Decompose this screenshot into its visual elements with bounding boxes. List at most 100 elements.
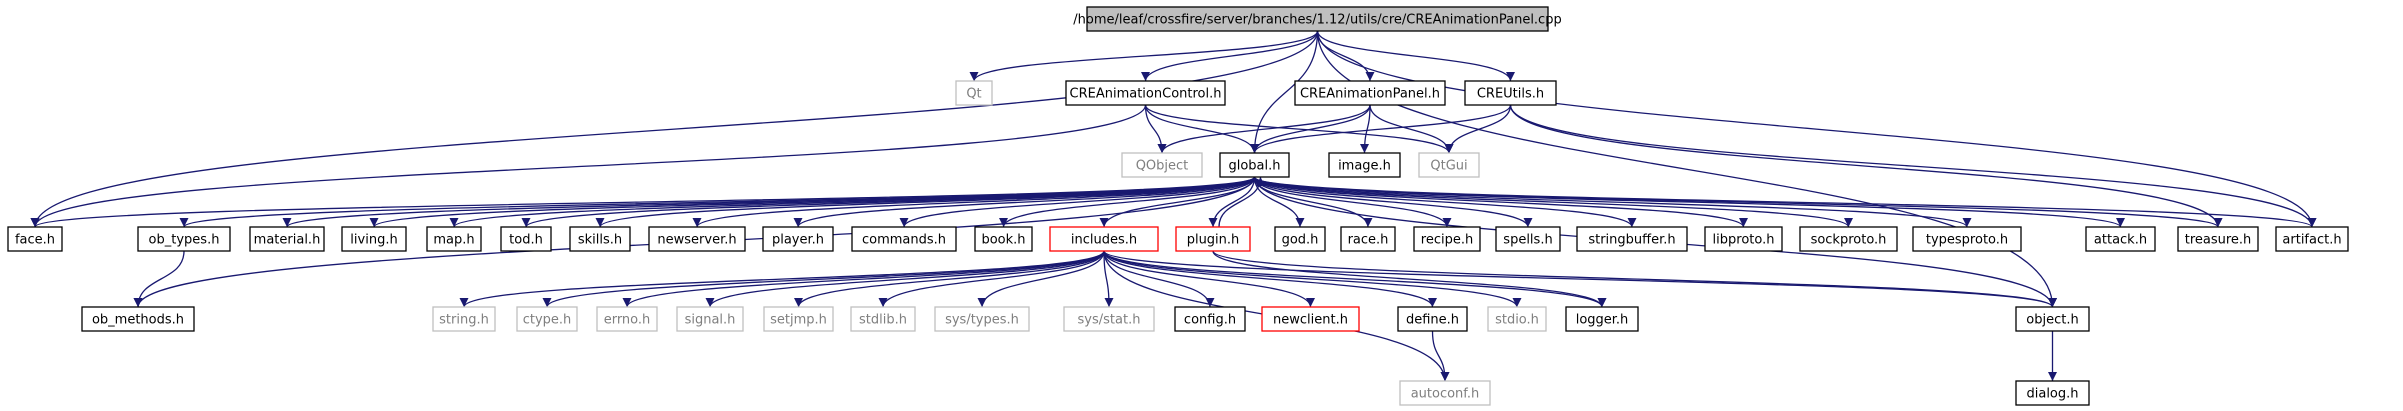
node-global[interactable]: global.h	[1219, 152, 1290, 178]
node-box	[341, 226, 407, 252]
node-box	[81, 306, 195, 332]
node-plugin[interactable]: plugin.h	[1175, 226, 1251, 252]
node-label: stringbuffer.h	[1588, 233, 1675, 248]
node-box	[137, 226, 231, 252]
edge-root-to-global	[1250, 30, 1319, 154]
node-string: string.h	[432, 306, 496, 332]
node-includes[interactable]: includes.h	[1049, 226, 1159, 252]
node-label: Qt	[966, 87, 981, 102]
node-config[interactable]: config.h	[1174, 306, 1246, 332]
node-skills[interactable]: skills.h	[569, 226, 631, 252]
node-creanimationpanel[interactable]: CREAnimationPanel.h	[1294, 80, 1446, 106]
node-label: ctype.h	[523, 313, 572, 328]
edge-includes-to-systypes	[977, 250, 1105, 308]
edge-root-to-qt	[969, 30, 1319, 82]
node-face[interactable]: face.h	[7, 226, 63, 252]
edge-global-to-face	[30, 176, 1256, 228]
node-dialog[interactable]: dialog.h	[2015, 380, 2090, 406]
node-label: /home/leaf/crossfire/server/branches/1.1…	[1073, 13, 1561, 28]
node-signal: signal.h	[676, 306, 744, 332]
node-book[interactable]: book.h	[974, 226, 1033, 252]
node-newserver[interactable]: newserver.h	[648, 226, 746, 252]
node-treasure[interactable]: treasure.h	[2177, 226, 2259, 252]
node-label: CREAnimationControl.h	[1070, 87, 1222, 102]
edge-creanimationcontrol-to-face	[30, 104, 1147, 228]
edge-global-to-commands	[899, 176, 1256, 228]
edge-includes-to-config	[1103, 250, 1215, 308]
node-box	[1065, 80, 1226, 106]
edge-includes-to-stdlib	[878, 250, 1105, 308]
edge-root-to-creanimationcontrol	[1141, 30, 1319, 82]
node-box	[2177, 226, 2259, 252]
node-label: CREUtils.h	[1477, 87, 1544, 102]
node-image[interactable]: image.h	[1328, 152, 1401, 178]
edge-global-to-sockproto	[1253, 176, 1853, 228]
node-newclient[interactable]: newclient.h	[1261, 306, 1360, 332]
node-tod[interactable]: tod.h	[500, 226, 552, 252]
node-stringbuffer[interactable]: stringbuffer.h	[1576, 226, 1688, 252]
node-label: stdlib.h	[859, 313, 907, 328]
node-commands[interactable]: commands.h	[851, 226, 957, 252]
node-label: book.h	[981, 233, 1025, 248]
edge-includes-to-stdio	[1103, 250, 1522, 308]
node-box	[1413, 226, 1481, 252]
node-label: newclient.h	[1273, 313, 1348, 328]
node-artifact[interactable]: artifact.h	[2275, 226, 2349, 252]
node-label: string.h	[439, 313, 489, 328]
node-creutils[interactable]: CREUtils.h	[1464, 80, 1557, 106]
node-label: object.h	[2026, 313, 2078, 328]
node-label: commands.h	[862, 233, 946, 248]
node-attack[interactable]: attack.h	[2085, 226, 2156, 252]
node-living[interactable]: living.h	[341, 226, 407, 252]
edge-includes-to-setjmp	[794, 250, 1105, 308]
node-box	[1174, 306, 1246, 332]
node-box	[1399, 380, 1491, 406]
node-material[interactable]: material.h	[249, 226, 325, 252]
node-ctype: ctype.h	[516, 306, 578, 332]
node-box	[249, 226, 325, 252]
node-map[interactable]: map.h	[426, 226, 482, 252]
node-typesproto[interactable]: typesproto.h	[1912, 226, 2022, 252]
node-ob_types[interactable]: ob_types.h	[137, 226, 231, 252]
node-label: sockproto.h	[1811, 233, 1887, 248]
node-box	[1704, 226, 1783, 252]
node-box	[1063, 306, 1155, 332]
node-label: config.h	[1184, 313, 1236, 328]
node-label: includes.h	[1071, 233, 1137, 248]
edge-global-to-libproto	[1253, 176, 1748, 228]
node-race[interactable]: race.h	[1340, 226, 1396, 252]
node-box	[763, 306, 834, 332]
edge-creutils-to-global	[1250, 104, 1512, 154]
edge-includes-to-errno	[622, 250, 1105, 308]
node-label: treasure.h	[2185, 233, 2252, 248]
node-logger[interactable]: logger.h	[1565, 306, 1639, 332]
edge-global-to-newserver	[692, 176, 1256, 228]
edge-ob_types-to-ob_methods	[133, 250, 185, 308]
node-stdio: stdio.h	[1487, 306, 1547, 332]
node-root-file: /home/leaf/crossfire/server/branches/1.1…	[1073, 6, 1562, 32]
node-libproto[interactable]: libproto.h	[1704, 226, 1783, 252]
node-ob_methods[interactable]: ob_methods.h	[81, 306, 195, 332]
node-label: ob_types.h	[149, 233, 220, 248]
node-box	[1418, 152, 1480, 178]
node-god[interactable]: god.h	[1274, 226, 1326, 252]
node-box	[1397, 306, 1468, 332]
node-recipe[interactable]: recipe.h	[1413, 226, 1481, 252]
node-creanimationcontrol[interactable]: CREAnimationControl.h	[1065, 80, 1226, 106]
node-label: artifact.h	[2282, 233, 2341, 248]
edge-includes-to-ctype	[542, 250, 1105, 308]
node-sysstat: sys/stat.h	[1063, 306, 1155, 332]
edge-includes-to-logger	[1103, 250, 1607, 308]
edge-creanimationpanel-to-global	[1250, 104, 1371, 154]
node-sockproto[interactable]: sockproto.h	[1799, 226, 1898, 252]
node-label: dialog.h	[2026, 387, 2078, 402]
node-spells[interactable]: spells.h	[1495, 226, 1561, 252]
edge-plugin-to-global	[1218, 176, 1265, 228]
node-define[interactable]: define.h	[1397, 306, 1468, 332]
edge-includes-to-signal	[705, 250, 1105, 308]
node-player[interactable]: player.h	[762, 226, 834, 252]
node-box	[432, 306, 496, 332]
node-layer: /home/leaf/crossfire/server/branches/1.1…	[7, 6, 2349, 406]
node-object[interactable]: object.h	[2015, 306, 2090, 332]
